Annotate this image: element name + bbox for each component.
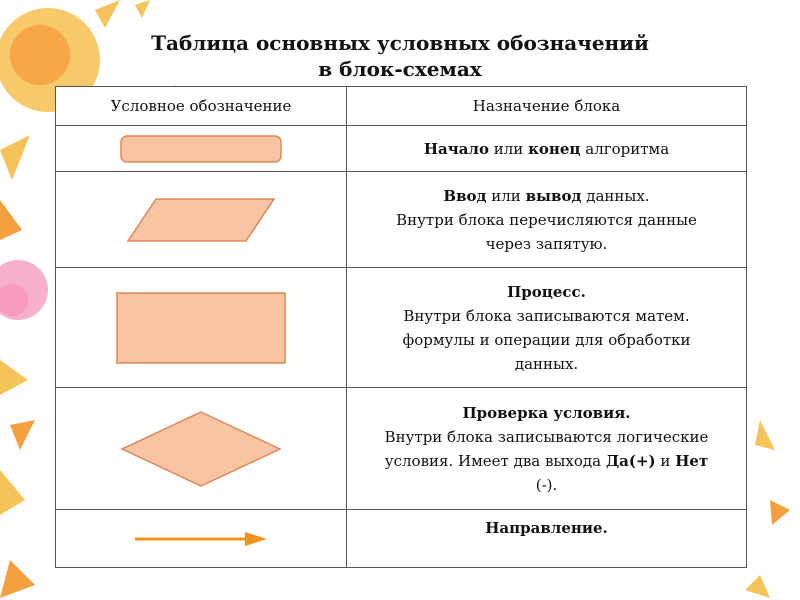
table-row: Начало или конец алгоритма [55, 125, 747, 172]
desc-line: данных. [514, 354, 579, 373]
desc-keyword: Проверка условия. [462, 403, 631, 422]
symbol-cell [55, 509, 347, 568]
flowchart-symbols-table: Условное обозначение Назначение блока На… [55, 86, 747, 568]
desc-line: Внутри блока записываются логические [384, 427, 709, 446]
desc-line: условия. Имеет два выхода Да(+) и Нет [347, 449, 746, 473]
table-row: Проверка условия. Внутри блока записываю… [55, 387, 747, 510]
table-row: Направление. [55, 509, 747, 568]
desc-line: формулы и операции для обработки [402, 330, 691, 349]
desc-keyword: Направление. [485, 519, 608, 537]
desc-keyword: Нет [675, 451, 709, 470]
desc-text: и [655, 451, 676, 470]
desc-line: Ввод или вывод данных. [347, 184, 746, 208]
desc-text: или [489, 139, 529, 158]
desc-line: через запятую. [485, 234, 608, 253]
desc-keyword: Ввод [443, 186, 487, 205]
description-cell: Процесс. Внутри блока записываются матем… [346, 267, 747, 388]
desc-keyword: Да(+) [605, 451, 656, 470]
parallelogram-shape [126, 197, 276, 242]
title-line-2: в блок-схемах [318, 57, 482, 81]
table-row: Ввод или вывод данных. Внутри блока пере… [55, 171, 747, 268]
symbol-cell [55, 171, 347, 268]
description-cell: Направление. [346, 509, 747, 568]
process-rectangle-shape [116, 291, 286, 364]
desc-text: условия. Имеет два выхода [384, 451, 606, 470]
desc-text: данных. [581, 186, 650, 205]
decision-diamond-shape [120, 410, 282, 487]
table-row: Процесс. Внутри блока записываются матем… [55, 267, 747, 388]
column-header-purpose: Назначение блока [346, 86, 747, 126]
right-border-decoration [745, 420, 790, 598]
desc-keyword: Начало [423, 139, 489, 158]
description-cell: Проверка условия. Внутри блока записываю… [346, 387, 747, 510]
description-cell: Ввод или вывод данных. Внутри блока пере… [346, 171, 747, 268]
description-cell: Начало или конец алгоритма [346, 125, 747, 172]
title-line-1: Таблица основных условных обозначений [151, 31, 649, 55]
desc-keyword: конец [528, 139, 581, 158]
page-title: Таблица основных условных обозначений в … [100, 30, 700, 82]
terminator-shape [120, 134, 282, 163]
desc-keyword: вывод [525, 186, 582, 205]
column-header-symbol: Условное обозначение [55, 86, 347, 126]
table-header-row: Условное обозначение Назначение блока [55, 86, 747, 126]
desc-keyword: Процесс. [507, 282, 586, 301]
desc-line: (-). [535, 475, 558, 494]
arrow-shape [135, 531, 267, 546]
desc-text: алгоритма [580, 139, 670, 158]
desc-line: Внутри блока записываются матем. [403, 306, 690, 325]
desc-text: или [486, 186, 526, 205]
desc-line: Внутри блока перечисляются данные [396, 210, 697, 229]
left-border-decoration [0, 135, 48, 598]
symbol-cell [55, 387, 347, 510]
symbol-cell [55, 125, 347, 172]
symbol-cell [55, 267, 347, 388]
